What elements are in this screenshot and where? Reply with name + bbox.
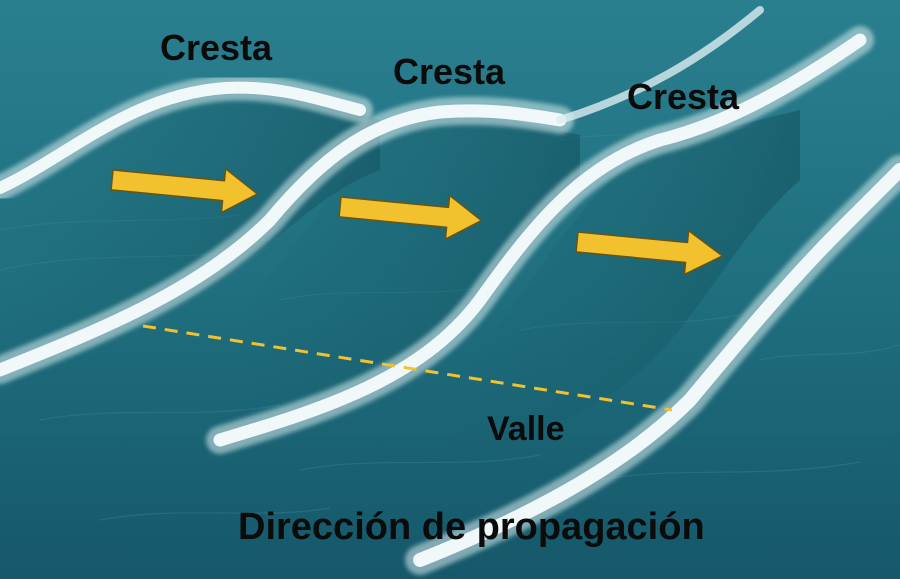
wave-crests <box>0 6 900 575</box>
wave-crest-3 <box>206 26 874 454</box>
propagation-arrows <box>110 168 724 276</box>
wave-crest-2 <box>0 6 764 384</box>
wave-crest-1 <box>0 74 373 201</box>
wave-crest-4 <box>405 155 900 575</box>
trough-label: Valle <box>487 410 565 448</box>
crest-label-3: Cresta <box>627 76 740 117</box>
right-arrow-icon <box>338 194 483 240</box>
trough-line <box>142 324 673 412</box>
propagation-direction-label: Dirección de propagación <box>238 506 705 548</box>
crest-label-2: Cresta <box>393 51 506 92</box>
right-arrow-icon <box>575 229 724 276</box>
wave-faces <box>0 88 800 465</box>
right-arrow-icon <box>110 168 259 214</box>
crest-label-1: Cresta <box>160 27 273 68</box>
